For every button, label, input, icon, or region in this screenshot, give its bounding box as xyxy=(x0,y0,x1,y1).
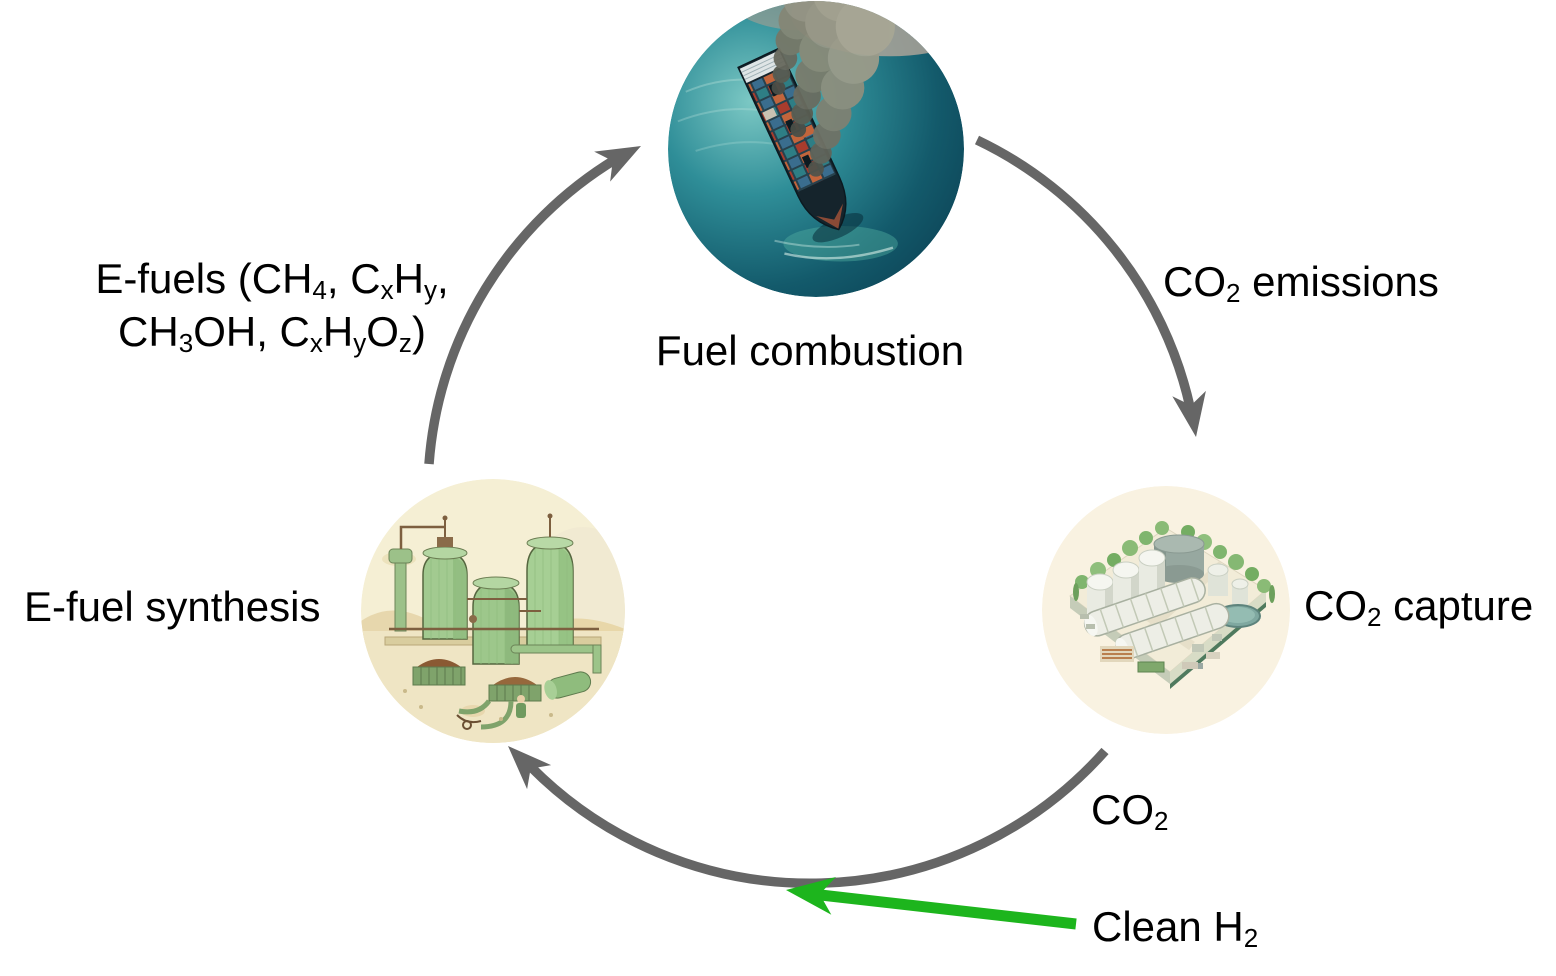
co2-capture-plant-illustration xyxy=(1042,486,1290,734)
node-fuel-combustion xyxy=(668,1,964,297)
horizontal-vessels xyxy=(1083,577,1230,660)
edge-label-e-fuels-line1: E-fuels (CH4, CxHy, xyxy=(95,255,449,305)
worker-figure xyxy=(516,695,526,718)
edge-label-e-fuels-line2: CH3OH, CxHyOz) xyxy=(118,308,426,359)
node-label-e-fuel-synthesis: E-fuel synthesis xyxy=(24,583,321,630)
arrow-co2-stream-head-icon xyxy=(508,746,552,790)
arrow-co2-stream-arc xyxy=(527,747,1109,889)
edge-label-e-fuels: E-fuels (CH4, CxHy, CH3OH, CxHyOz) xyxy=(95,252,448,359)
edge-label-co2-stream: CO2 xyxy=(1091,786,1169,836)
crates xyxy=(412,659,542,702)
arrow-clean-h2 xyxy=(786,876,1077,930)
edge-label-co2-emissions: CO2 emissions xyxy=(1163,258,1439,308)
arrow-co2-emissions-head-icon xyxy=(1172,390,1206,437)
node-e-fuel-synthesis xyxy=(361,479,625,743)
node-label-co2-capture: CO2 capture xyxy=(1304,582,1534,632)
arrow-clean-h2-line xyxy=(811,888,1077,930)
arrow-clean-h2-head-icon xyxy=(786,876,836,915)
arrow-co2-emissions xyxy=(974,135,1206,437)
smoke-plumes xyxy=(771,1,895,177)
arrow-e-fuels-arc xyxy=(424,154,619,465)
e-fuel-synthesis-plant-illustration xyxy=(361,479,625,743)
arrow-e-fuels-head-icon xyxy=(594,146,641,182)
edge-label-clean-h2: Clean H2 xyxy=(1092,903,1259,953)
green-barrel xyxy=(544,671,592,700)
arrow-co2-emissions-arc xyxy=(974,135,1195,409)
node-label-fuel-combustion: Fuel combustion xyxy=(655,327,965,374)
ship-illustration xyxy=(668,1,964,297)
arrow-e-fuels xyxy=(424,146,641,465)
node-co2-capture xyxy=(1042,486,1290,734)
arrow-co2-stream xyxy=(508,746,1109,889)
